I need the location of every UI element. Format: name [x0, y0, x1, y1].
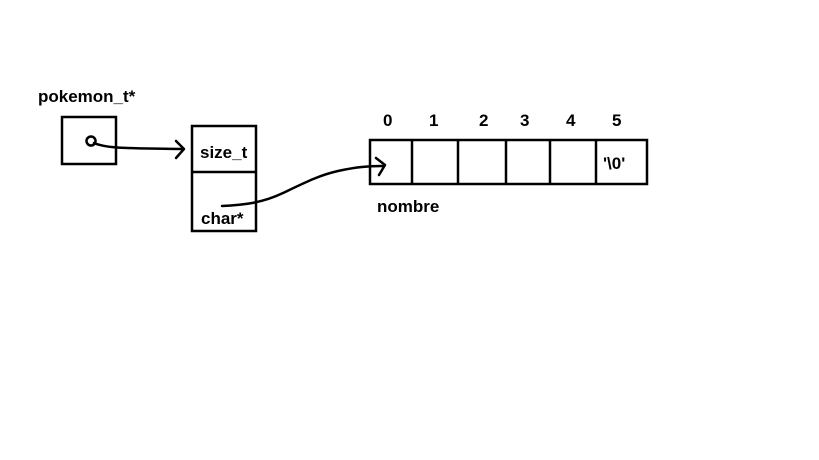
struct-field-size: size_t — [200, 143, 248, 162]
array-cell-terminator: '\0' — [603, 154, 625, 173]
char-array: '\0' — [368, 138, 649, 186]
pointer-box — [60, 115, 118, 166]
struct-box: size_t char* — [190, 124, 258, 233]
array-index: 0 — [383, 111, 392, 130]
struct-outline — [190, 124, 258, 233]
array-index: 5 — [612, 111, 621, 130]
array-outline — [368, 138, 649, 186]
pointer-arrow-line — [92, 141, 184, 151]
pointer-dot — [85, 135, 97, 147]
array-index: 1 — [429, 111, 438, 130]
array-label: nombre — [377, 197, 439, 216]
array-indices: 0 1 2 3 4 5 — [383, 111, 621, 130]
pointer-label: pokemon_t* — [38, 87, 136, 106]
struct-field-char-ptr: char* — [201, 209, 244, 228]
char-ptr-arrow-line — [220, 164, 386, 208]
pointer-arrow-head — [174, 139, 186, 160]
array-index: 4 — [566, 111, 576, 130]
char-ptr-arrow-head — [374, 156, 387, 177]
array-index: 2 — [479, 111, 488, 130]
array-index: 3 — [520, 111, 529, 130]
